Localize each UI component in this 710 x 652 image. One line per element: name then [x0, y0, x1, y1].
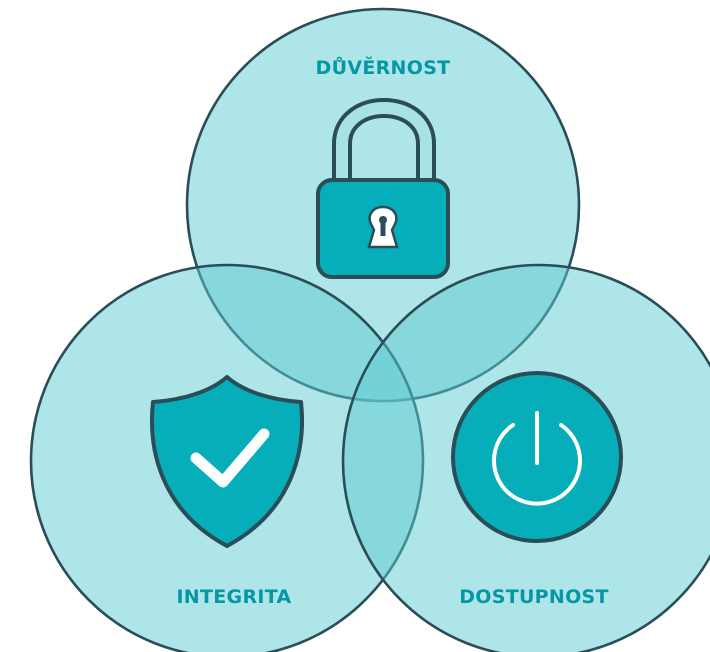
integrity-label: INTEGRITA	[176, 586, 291, 608]
checkmark-icon	[190, 428, 270, 488]
confidentiality-label: DŮVĚRNOST	[316, 55, 451, 79]
padlock-icon	[316, 98, 450, 279]
power-icon	[451, 371, 623, 543]
shield-check-icon	[150, 375, 304, 548]
availability-label: DOSTUPNOST	[459, 586, 609, 608]
